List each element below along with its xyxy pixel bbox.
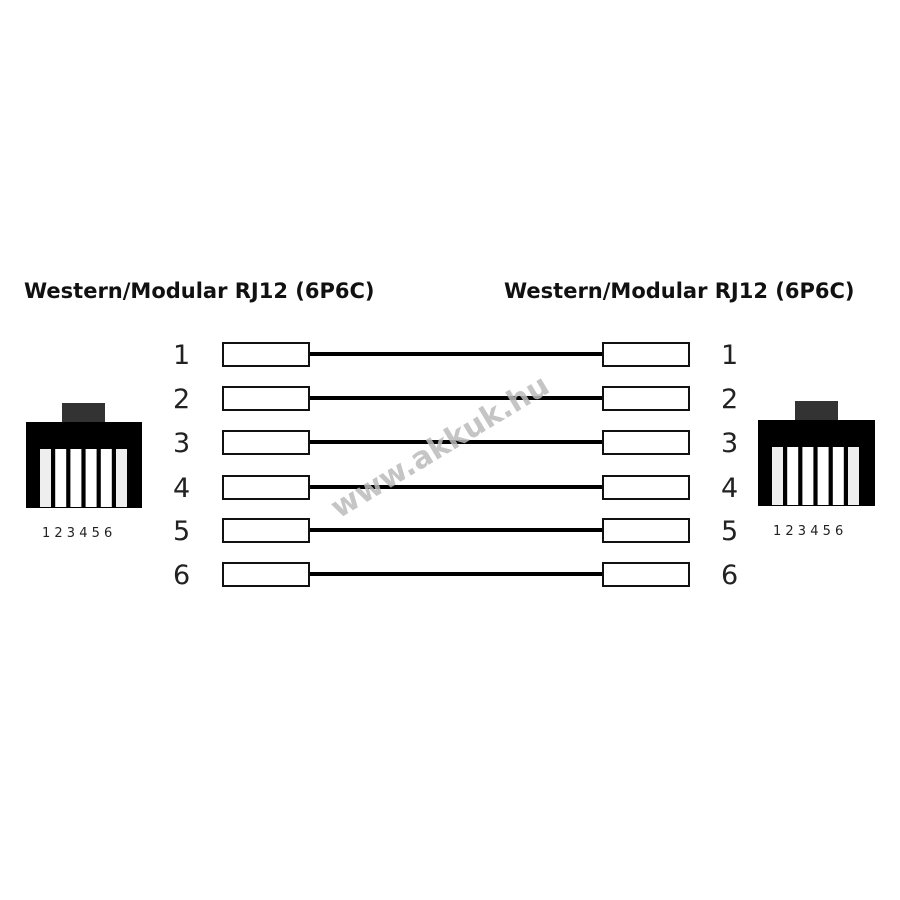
right-contact-box [602, 562, 690, 587]
right-pin-number: 6 [721, 560, 738, 591]
right-pin-number: 5 [721, 516, 738, 547]
right-pin-labels: 1 2 3 4 5 6 [773, 524, 843, 539]
left-contact-box [222, 518, 310, 543]
left-connector-title: Western/Modular RJ12 (6P6C) [24, 279, 375, 303]
pin-slot [772, 447, 783, 505]
left-pin-number: 4 [173, 473, 190, 504]
left-pin-number: 1 [173, 340, 190, 371]
left-contact-box [222, 342, 310, 367]
right-rj12-connector-icon [758, 401, 875, 506]
watermark: www.akkuk.hu [325, 368, 556, 526]
right-contact-box [602, 475, 690, 500]
pin-slot [817, 447, 829, 505]
left-pin-number: 5 [173, 516, 190, 547]
left-pin-number: 3 [173, 428, 190, 459]
pin-slot [40, 449, 51, 507]
pin-slot [832, 447, 844, 505]
left-pin-number: 6 [173, 560, 190, 591]
left-rj12-connector-icon [26, 403, 142, 508]
pin-slot [116, 449, 127, 507]
right-pin-number: 2 [721, 384, 738, 415]
left-contact-box [222, 562, 310, 587]
right-contact-box [602, 518, 690, 543]
right-contact-box [602, 430, 690, 455]
pin-slot [85, 449, 97, 507]
pin-slot [802, 447, 814, 505]
left-pin-labels: 1 2 3 4 5 6 [42, 526, 112, 541]
left-contact-box [222, 430, 310, 455]
pin-slot [70, 449, 82, 507]
left-contact-box [222, 386, 310, 411]
right-connector-title: Western/Modular RJ12 (6P6C) [504, 279, 855, 303]
right-pin-number: 3 [721, 428, 738, 459]
right-contact-box [602, 386, 690, 411]
pin-slot [848, 447, 859, 505]
right-pin-number: 1 [721, 340, 738, 371]
right-pin-number: 4 [721, 473, 738, 504]
pin-slot [55, 449, 67, 507]
left-contact-box [222, 475, 310, 500]
left-pin-number: 2 [173, 384, 190, 415]
pin-slot [787, 447, 799, 505]
right-contact-box [602, 342, 690, 367]
pin-slot [100, 449, 112, 507]
